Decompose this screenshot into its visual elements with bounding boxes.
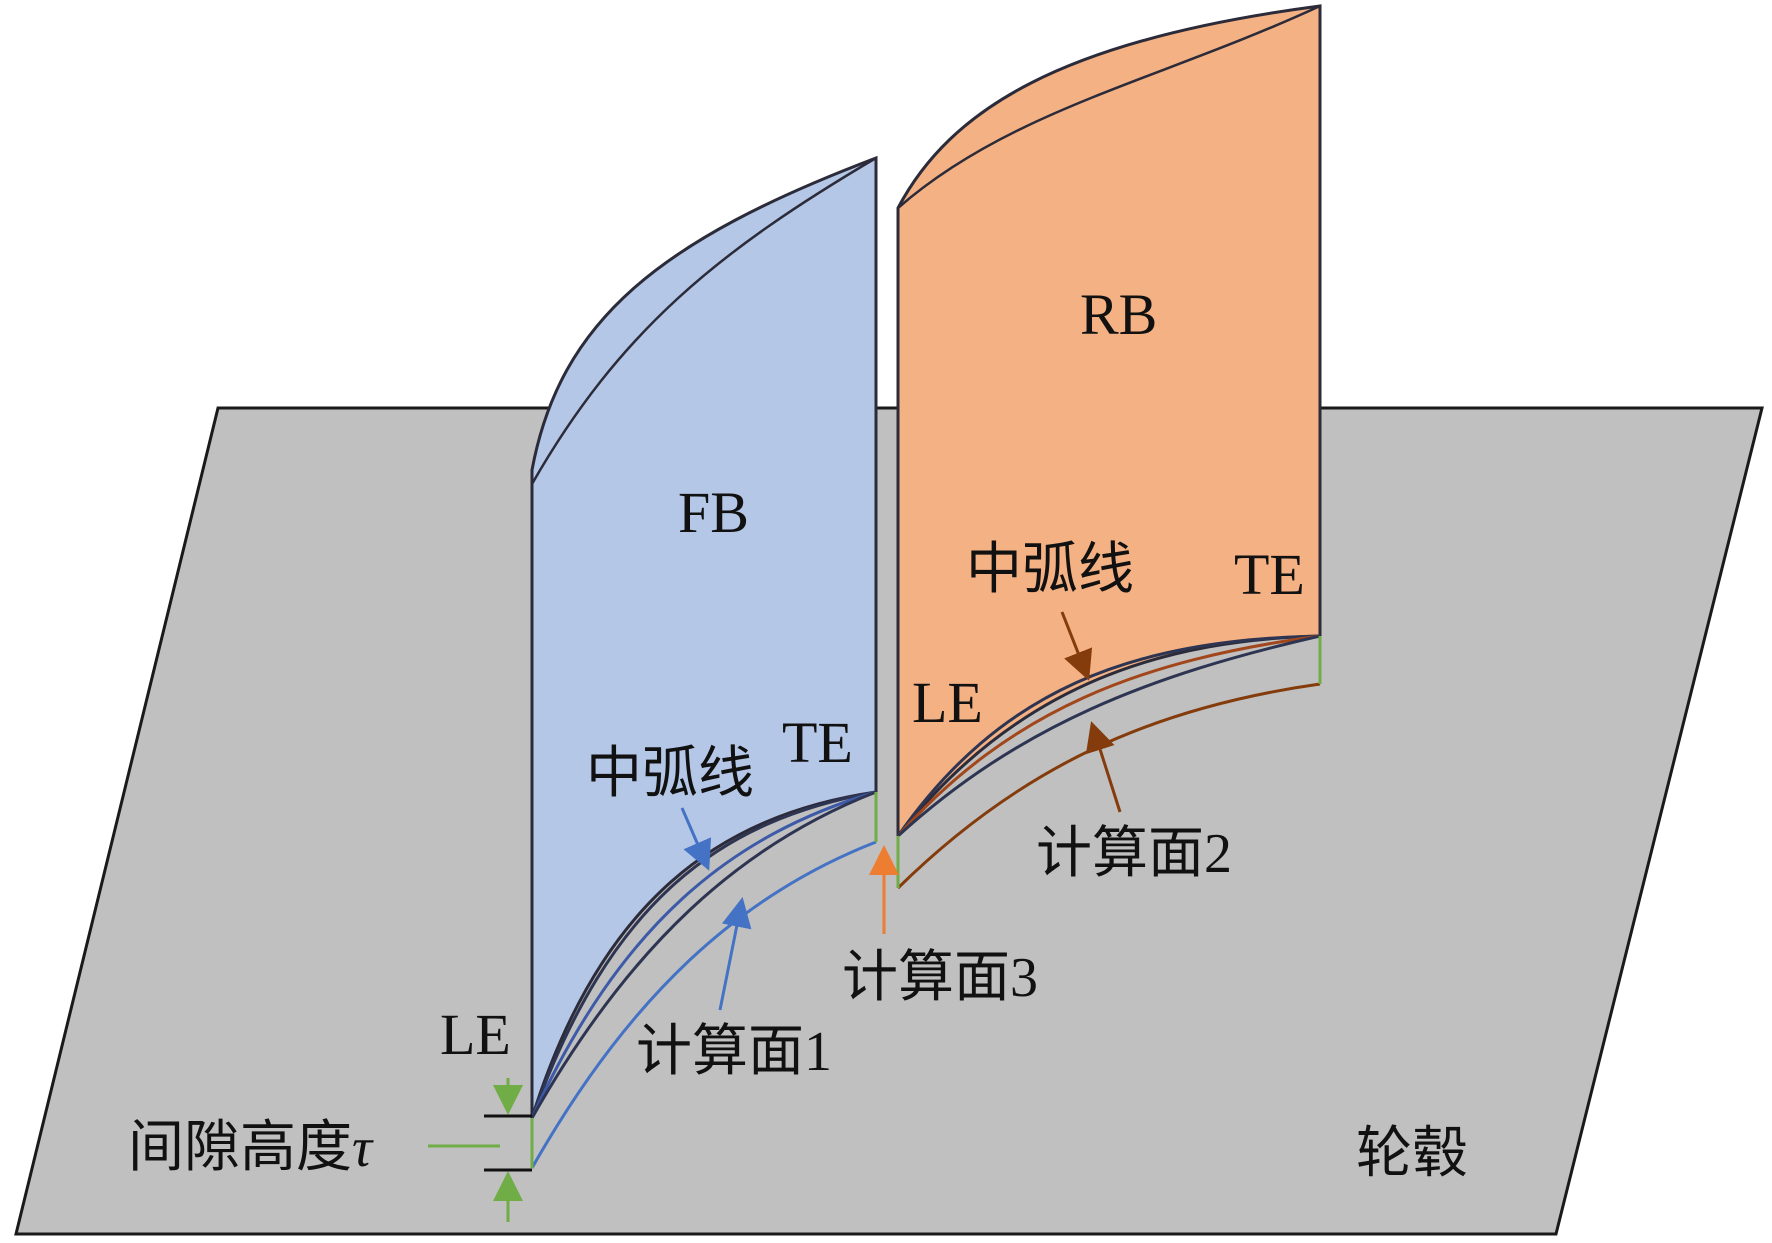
surface-2-label: 计算面2 xyxy=(1036,823,1232,885)
rear-camber-label: 中弧线 xyxy=(966,539,1134,601)
hub-label: 轮毂 xyxy=(1356,1123,1468,1185)
front-blade-suction-line xyxy=(530,790,877,1119)
front-te-label: TE xyxy=(782,710,853,775)
gap-height-text: 间隙高度 xyxy=(128,1117,352,1179)
rear-le-label: LE xyxy=(912,670,983,735)
rear-camber-arrow xyxy=(1060,611,1093,681)
rear-blade xyxy=(896,4,1322,890)
hub-plane xyxy=(14,406,1764,1236)
rear-blade-suction-line xyxy=(896,634,1321,837)
front-camber-arrow xyxy=(680,807,712,871)
front-blade-camber-line xyxy=(530,790,877,1119)
rear-blade-tip-edge xyxy=(897,4,1321,209)
gap-height-marker xyxy=(428,1078,532,1222)
gap-height-label: 间隙高度τ xyxy=(128,1117,374,1179)
surface-3-label: 计算面3 xyxy=(842,947,1038,1009)
surface-2-arrow xyxy=(1085,721,1122,813)
rear-te-label: TE xyxy=(1234,542,1305,607)
gap-symbol: τ xyxy=(352,1117,374,1179)
front-blade-pressure-line xyxy=(530,790,877,1119)
rear-blade-pressure-line xyxy=(896,634,1321,838)
front-blade-label: FB xyxy=(678,480,749,545)
rear-blade-camber-line xyxy=(896,634,1321,837)
rear-blade-label: RB xyxy=(1080,282,1157,347)
front-camber-label: 中弧线 xyxy=(586,743,754,805)
front-blade xyxy=(530,155,878,1169)
front-le-label: LE xyxy=(440,1002,511,1067)
front-blade-computation-surface xyxy=(530,840,877,1169)
surface-1-arrow xyxy=(718,897,752,1011)
front-blade-tip-edge xyxy=(530,156,877,485)
surface-1-label: 计算面1 xyxy=(636,1021,832,1083)
